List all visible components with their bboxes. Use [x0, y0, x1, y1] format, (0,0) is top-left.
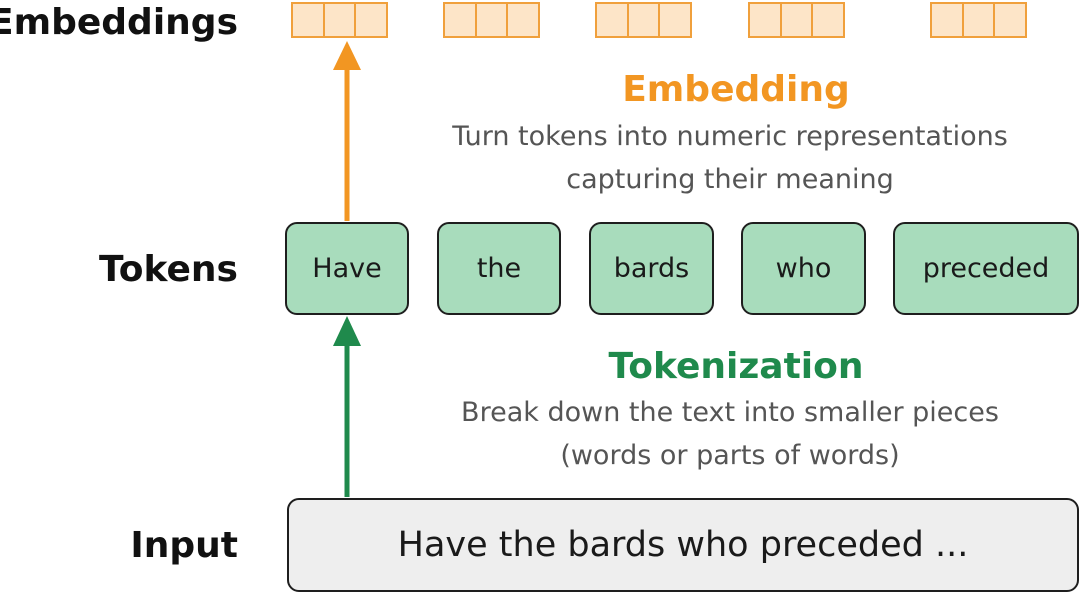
- embeddings-row-label: Embeddings: [0, 2, 238, 43]
- embedding-vector: [443, 2, 540, 38]
- embedding-description-line: Turn tokens into numeric representations: [452, 121, 1008, 152]
- embedding-step-title: Embedding: [622, 69, 850, 110]
- token-box: preceded: [893, 222, 1079, 315]
- token-box: the: [437, 222, 561, 315]
- embedding-description-line: capturing their meaning: [566, 164, 894, 195]
- embedding-cell: [443, 2, 477, 38]
- token-box: Have: [285, 222, 409, 315]
- embedding-cell: [322, 2, 357, 38]
- embedding-step-description: Turn tokens into numeric representations…: [400, 115, 1060, 201]
- embedding-vector: [930, 2, 1027, 38]
- tokenization-step-title: Tokenization: [608, 346, 864, 387]
- token-box: who: [741, 222, 866, 315]
- tokens-row-label: Tokens: [99, 249, 238, 290]
- embedding-vector: [291, 2, 388, 38]
- embedding-vector: [748, 2, 845, 38]
- embedding-cell: [993, 2, 1027, 38]
- tokenization-description-line: (words or parts of words): [560, 440, 900, 471]
- tokenization-description-line: Break down the text into smaller pieces: [461, 397, 999, 428]
- embedding-cell: [658, 2, 692, 38]
- embedding-cell: [506, 2, 540, 38]
- tokenization-step-description: Break down the text into smaller pieces …: [400, 391, 1060, 477]
- input-text-box: Have the bards who preceded ...: [287, 498, 1079, 592]
- embedding-cell: [354, 2, 388, 38]
- embedding-cell: [811, 2, 845, 38]
- input-row-label: Input: [130, 525, 238, 566]
- tokenization-arrow: [333, 316, 361, 497]
- embedding-arrow: [333, 41, 361, 221]
- embedding-cell: [595, 2, 629, 38]
- embedding-cell: [779, 2, 814, 38]
- embedding-cell: [474, 2, 509, 38]
- token-box: bards: [589, 222, 714, 315]
- embedding-cell: [748, 2, 782, 38]
- embedding-vector: [595, 2, 692, 38]
